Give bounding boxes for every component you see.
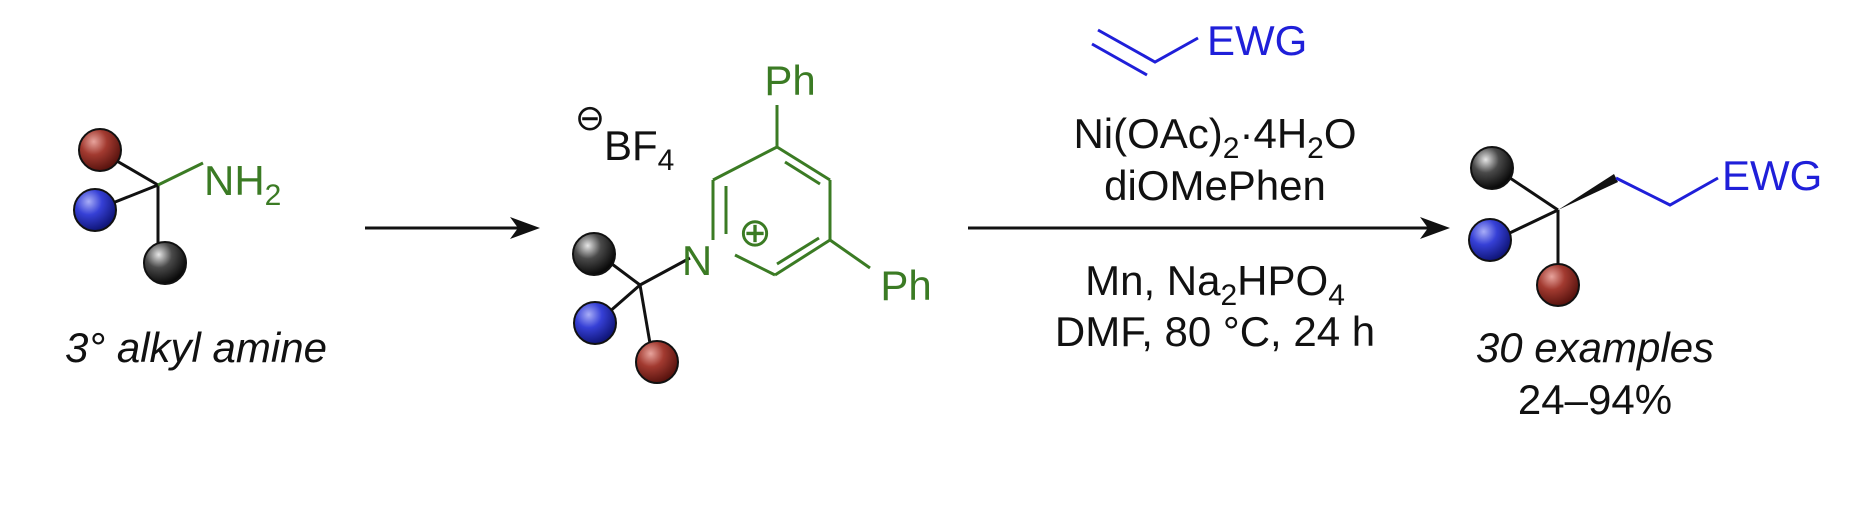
alkene-ewg-label: EWG <box>1207 17 1307 64</box>
condition-catalyst: Ni(OAc)2·4H2O <box>1073 110 1356 165</box>
pyridinium-structure: N ⊕ Ph Ph <box>572 57 932 384</box>
blue-sphere <box>573 301 617 345</box>
bond-n-alkyl <box>639 256 691 287</box>
reaction-arrow-2 <box>968 217 1450 239</box>
black-sphere <box>572 232 616 276</box>
cation-charge: ⊕ <box>738 211 772 255</box>
wedge-bond <box>1558 174 1618 210</box>
product-caption: 30 examples <box>1476 324 1714 371</box>
condition-solvent: DMF, 80 °C, 24 h <box>1055 308 1375 355</box>
blue-sphere <box>73 188 117 232</box>
alkene-reagent: EWG <box>1091 17 1307 77</box>
red-sphere <box>78 128 122 172</box>
red-sphere <box>1536 263 1580 307</box>
product-ewg-label: EWG <box>1722 152 1822 199</box>
reaction-arrow-1 <box>365 217 540 239</box>
amine-label: NH2 <box>204 157 281 212</box>
red-sphere <box>635 340 679 384</box>
condition-ligand: diOMePhen <box>1104 162 1326 209</box>
nitrogen-label: N <box>682 237 712 284</box>
product-structure: EWG <box>1468 146 1822 307</box>
product-yield: 24–94% <box>1518 376 1672 423</box>
blue-sphere <box>1468 218 1512 262</box>
phenyl-top-label: Ph <box>764 57 815 104</box>
counterion-label: BF4 <box>604 122 674 177</box>
counterion-charge: ⊖ <box>575 97 605 138</box>
condition-reductant: Mn, Na2HPO4 <box>1085 257 1345 312</box>
counterion: ⊖ BF4 <box>575 97 674 177</box>
black-sphere <box>143 241 187 285</box>
phenyl-bottom-label: Ph <box>880 262 931 309</box>
black-sphere <box>1470 146 1514 190</box>
amine-structure: NH2 <box>73 128 281 285</box>
bond-cn <box>157 161 204 187</box>
amine-caption: 3° alkyl amine <box>65 324 327 371</box>
